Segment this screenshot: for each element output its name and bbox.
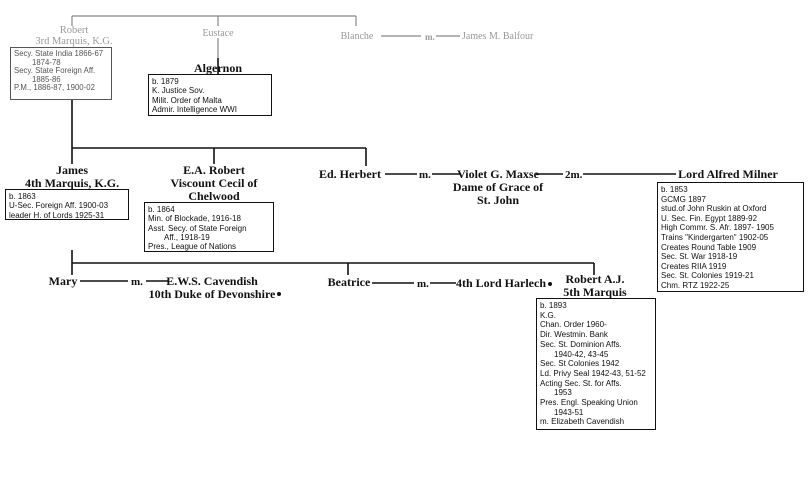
person-eustace: Eustace [194,27,242,40]
name-line: Ed. Herbert [319,167,381,181]
person-robert-5th-marquis: Robert A.J. 5th Marquis [560,273,630,299]
name-line: Violet G. Maxse [457,167,539,181]
person-alfred-milner: Lord Alfred Milner [672,168,784,181]
career-box-robert-5th-marquis: b. 1893 K.G. Chan. Order 1960- Dir. West… [536,298,656,430]
marriage-link-violet-2m: 2m. [565,169,583,181]
name-line: Algernon [194,61,242,75]
name-line: Lord Alfred Milner [678,167,778,181]
title-line: Viscount Cecil of [170,176,258,190]
name-line: Beatrice [327,275,371,289]
name-line: Robert [59,25,89,36]
marriage-link-herbert: m. [419,169,431,181]
title-line: 10th Duke of Devonshire [148,287,276,301]
name-line: James M. Balfour [462,31,534,42]
person-beatrice: Beatrice [326,276,372,289]
career-box-algernon: b. 1879 K. Justice Sov. Milit. Order of … [148,74,272,116]
title-line: 4th Marquis, K.G. [24,176,120,190]
name-line: Robert A.J. [565,272,625,286]
person-ews-cavendish: E.W.S. Cavendish 10th Duke of Devonshire [146,275,278,301]
name-line: Eustace [202,28,234,39]
title-line: St. John [476,193,520,207]
person-algernon: Algernon [186,62,250,75]
person-violet-maxse: Violet G. Maxse Dame of Grace of St. Joh… [446,168,550,207]
name-line: Mary [48,274,78,288]
title-line: Dame of Grace of [452,180,544,194]
person-blanche: Blanche [335,30,379,43]
person-james-balfour: James M. Balfour [462,30,552,43]
title-line: Chelwood [188,189,240,203]
marker-dot [277,292,281,296]
name-line: James [56,163,88,177]
name-line: E.W.S. Cavendish [166,274,258,288]
career-box-robert-3rd-marquis: Secy. State India 1866-67 1874-78 Secy. … [10,47,112,100]
marriage-link-blanche: m. [425,32,435,42]
title-line: 5th Marquis [563,285,627,299]
person-4th-lord-harlech: 4th Lord Harlech [456,277,546,290]
career-box-alfred-milner: b. 1853 GCMG 1897 stud.of John Ruskin at… [657,182,804,292]
marker-dot [548,282,552,286]
marriage-link-beatrice: m. [417,278,429,290]
person-ea-robert: E.A. Robert Viscount Cecil of Chelwood [156,164,272,203]
marriage-link-mary: m. [131,276,143,288]
title-line: 3rd Marquis, K.G. [35,36,113,47]
name-line: 4th Lord Harlech [456,276,546,290]
person-james-4th-marquis: James 4th Marquis, K.G. [16,164,128,190]
person-mary: Mary [46,275,80,288]
name-line: Blanche [340,31,374,42]
person-robert-3rd-marquis: Robert 3rd Marquis, K.G. [28,25,120,47]
career-box-james-4th-marquis: b. 1863 U-Sec. Foreign Aff. 1900-03 lead… [5,189,129,220]
name-line: E.A. Robert [183,163,245,177]
person-ed-herbert: Ed. Herbert [316,168,384,181]
career-box-ea-robert: b. 1864 Min. of Blockade, 1916-18 Asst. … [144,202,274,252]
